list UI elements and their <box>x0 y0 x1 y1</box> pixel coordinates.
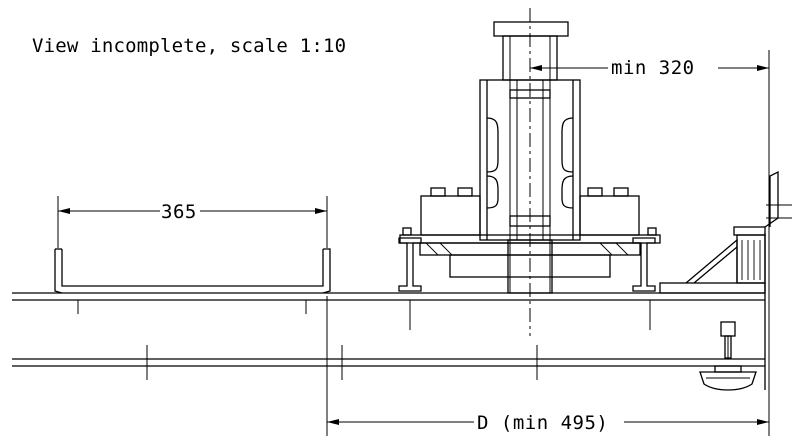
dimension-365: 365 <box>57 196 328 248</box>
view-note: View incomplete, scale 1:10 <box>32 35 346 57</box>
right-support-bracket <box>659 170 792 294</box>
lower-rail <box>12 345 765 380</box>
dimension-min-320-label: min 320 <box>611 57 695 79</box>
dimension-d-label: D (min 495) <box>477 412 608 434</box>
left-foot-beam <box>398 237 422 292</box>
upper-rail <box>12 292 765 330</box>
dimension-365-label: 365 <box>161 201 197 223</box>
dimension-d: D (min 495) <box>326 296 769 436</box>
left-channel <box>54 248 331 294</box>
dimension-min-320: min 320 <box>530 50 770 140</box>
right-foot-beam <box>632 237 656 292</box>
leveling-foot <box>699 321 757 391</box>
